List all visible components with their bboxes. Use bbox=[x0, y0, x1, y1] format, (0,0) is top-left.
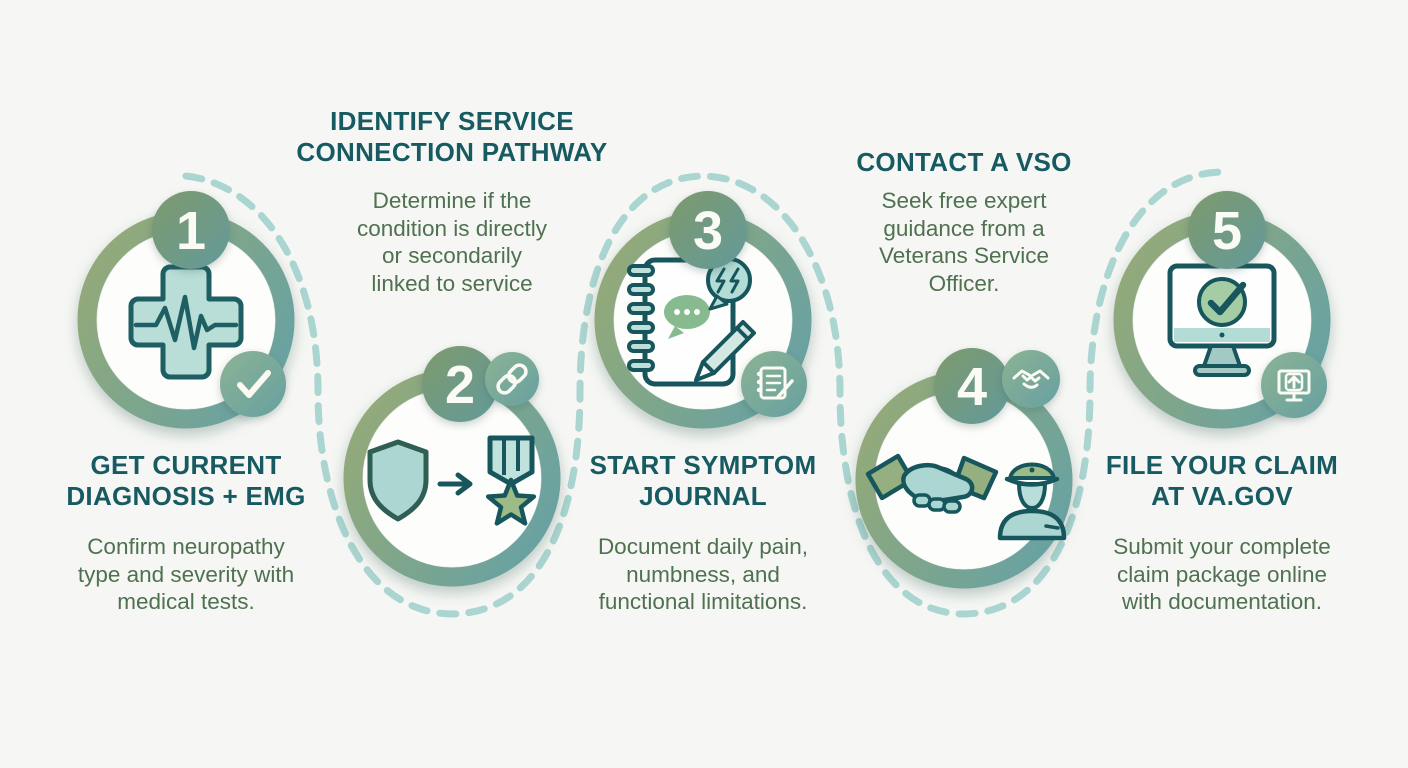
desc-line: or secondarily bbox=[381, 243, 523, 268]
chain-link-icon bbox=[485, 352, 539, 406]
step-number: 3 bbox=[693, 201, 723, 261]
step-1-title: GET CURRENT DIAGNOSIS + EMG bbox=[16, 450, 356, 512]
desc-line: medical tests. bbox=[117, 589, 255, 614]
desc-line: type and severity with bbox=[77, 561, 295, 587]
step-4-circle: 4 bbox=[855, 348, 1073, 589]
title-line: JOURNAL bbox=[639, 481, 767, 511]
title-line: AT VA.GOV bbox=[1151, 481, 1293, 511]
step-number-badge: 5 bbox=[1188, 191, 1266, 269]
title-line: FILE YOUR CLAIM bbox=[1105, 450, 1339, 480]
step-number: 5 bbox=[1212, 201, 1242, 261]
step-4-description: Seek free expert guidance from a Veteran… bbox=[814, 187, 1114, 297]
step-3-circle: 3 bbox=[594, 191, 812, 429]
desc-line: condition is directly bbox=[356, 215, 548, 241]
step-number: 4 bbox=[957, 357, 987, 417]
step-2-description: Determine if the condition is directly o… bbox=[302, 187, 602, 297]
step-number-badge: 2 bbox=[422, 346, 498, 422]
step-1-circle: 1 bbox=[77, 191, 295, 429]
desc-line: functional limitations. bbox=[598, 589, 808, 614]
desc-line: Confirm neuropathy bbox=[87, 534, 285, 559]
step-5-title: FILE YOUR CLAIM AT VA.GOV bbox=[1052, 450, 1392, 512]
step-number: 1 bbox=[176, 201, 206, 261]
title-line: CONTACT A VSO bbox=[856, 147, 1072, 177]
step-4-title: CONTACT A VSO bbox=[794, 147, 1134, 178]
desc-line: with documentation. bbox=[1121, 589, 1323, 614]
title-line: IDENTIFY SERVICE bbox=[330, 106, 574, 136]
desc-line: Officer. bbox=[928, 270, 1000, 296]
desc-line: claim package online bbox=[1116, 561, 1328, 587]
symptom-journal-icon bbox=[627, 257, 756, 387]
step-3-description: Document daily pain, numbness, and funct… bbox=[553, 533, 853, 616]
desc-line: numbness, and bbox=[626, 561, 780, 587]
step-number-badge: 1 bbox=[152, 191, 230, 269]
desc-line: Determine if the bbox=[372, 188, 532, 213]
step-number-badge: 4 bbox=[934, 348, 1010, 424]
desc-line: Seek free expert bbox=[881, 188, 1047, 213]
desc-line: Veterans Service bbox=[878, 243, 1050, 268]
desc-line: Submit your complete bbox=[1113, 534, 1331, 559]
notes-pencil-icon bbox=[741, 351, 807, 417]
title-line: DIAGNOSIS + EMG bbox=[66, 481, 306, 511]
step-5-circle: 5 bbox=[1113, 191, 1331, 429]
handshake-icon bbox=[1002, 350, 1060, 408]
title-line: GET CURRENT bbox=[90, 450, 282, 480]
title-line: CONNECTION PATHWAY bbox=[296, 137, 608, 167]
step-3-title: START SYMPTOM JOURNAL bbox=[533, 450, 873, 512]
upload-monitor-icon bbox=[1261, 352, 1327, 418]
handshake-officer-icon bbox=[865, 453, 1067, 541]
shield-to-medal-icon bbox=[367, 435, 537, 526]
title-line: START SYMPTOM bbox=[589, 450, 817, 480]
step-number-badge: 3 bbox=[669, 191, 747, 269]
step-1-description: Confirm neuropathy type and severity wit… bbox=[36, 533, 336, 616]
desc-line: linked to service bbox=[371, 270, 533, 296]
monitor-checkmark-icon bbox=[1167, 263, 1277, 377]
medical-cross-ekg-icon bbox=[128, 264, 244, 380]
desc-line: guidance from a bbox=[883, 215, 1045, 241]
step-2-circle: 2 bbox=[343, 346, 561, 587]
checkmark-icon bbox=[220, 351, 286, 417]
step-5-description: Submit your complete claim package onlin… bbox=[1072, 533, 1372, 616]
step-2-title: IDENTIFY SERVICE CONNECTION PATHWAY bbox=[282, 106, 622, 168]
step-number: 2 bbox=[445, 355, 475, 415]
desc-line: Document daily pain, bbox=[597, 534, 809, 559]
